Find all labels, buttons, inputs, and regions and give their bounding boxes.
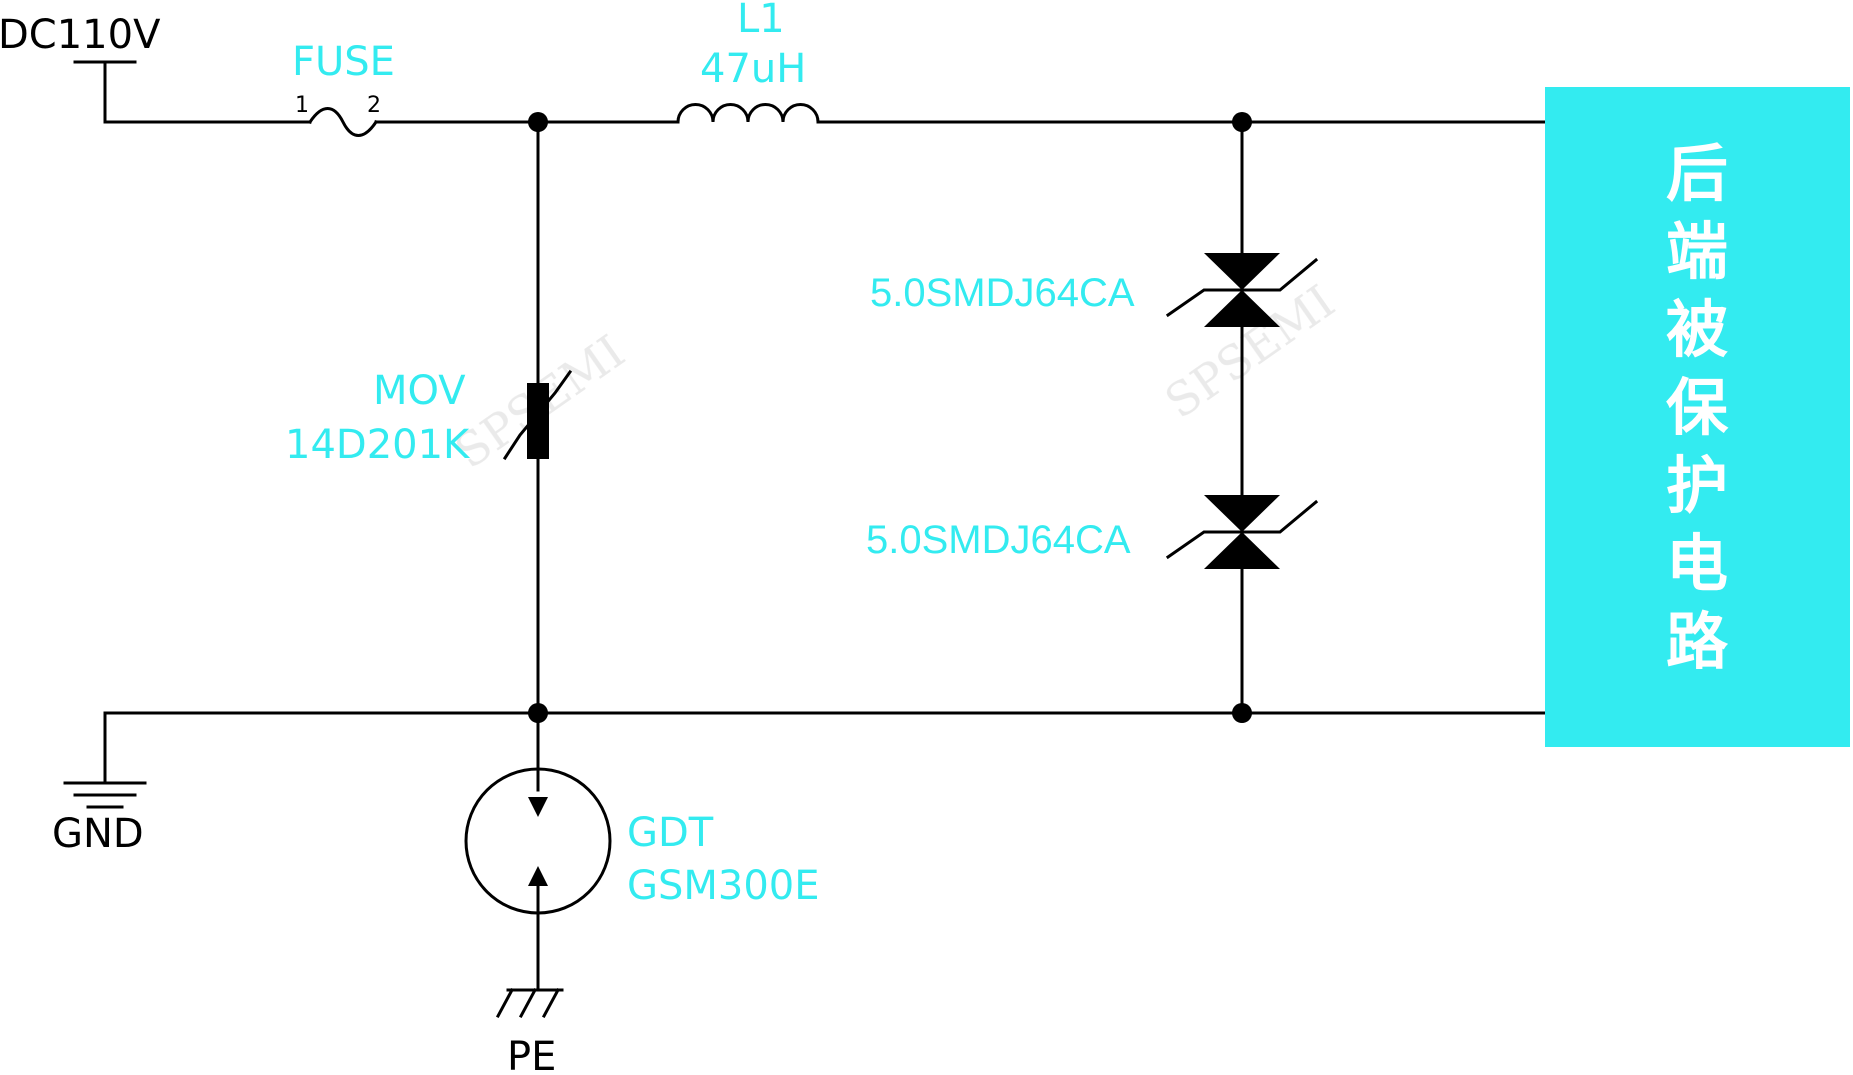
tvs-2-bar xyxy=(1165,499,1319,560)
tvs-1-bar xyxy=(1165,257,1319,318)
gnd-rail: GND xyxy=(52,711,1547,857)
pe-tick-2 xyxy=(518,987,538,1019)
pe-label: PE xyxy=(507,1034,556,1075)
fuse-label: FUSE xyxy=(292,39,395,85)
tvs-1-upper-triangle xyxy=(1204,253,1280,290)
fuse-symbol: FUSE 1 2 xyxy=(292,39,395,137)
tvs-diode-2: 5.0SMDJ64CA xyxy=(866,495,1319,569)
block-char-2: 端 xyxy=(1666,215,1728,288)
protected-block-rect xyxy=(1545,87,1850,747)
mov-symbol: MOV 14D201K xyxy=(285,368,573,468)
tvs-1-lower-triangle xyxy=(1204,290,1280,327)
gdt-name: GDT xyxy=(627,810,714,856)
tvs-branch: 5.0SMDJ64CA 5.0SMDJ64CA xyxy=(866,120,1319,715)
tvs-2-label: 5.0SMDJ64CA xyxy=(866,518,1131,562)
tvs-diode-1: 5.0SMDJ64CA xyxy=(870,253,1319,327)
gdt-symbol: GDT GSM300E xyxy=(464,711,820,992)
inductor-value: 47uH xyxy=(700,46,806,92)
pe-earth: PE xyxy=(495,987,564,1075)
fuse-pin1: 1 xyxy=(295,93,309,118)
fuse-body xyxy=(307,107,379,137)
inductor-symbol: L1 47uH xyxy=(676,0,820,124)
tvs-2-upper-triangle xyxy=(1204,495,1280,532)
watermark-text-right: SPSEMI xyxy=(1155,274,1344,429)
block-char-6: 电 xyxy=(1666,527,1728,600)
mov-body xyxy=(527,383,549,459)
junction-bottom-tvs xyxy=(1232,703,1252,723)
block-char-3: 被 xyxy=(1666,293,1728,366)
dc-source: DC110V xyxy=(0,12,161,124)
junction-top-mov xyxy=(528,112,548,132)
inductor-name: L1 xyxy=(737,0,785,42)
inductor-coils xyxy=(676,103,820,124)
fuse-pin2: 2 xyxy=(367,93,381,118)
mov-slash xyxy=(502,369,573,461)
gnd-label: GND xyxy=(52,811,144,857)
block-char-4: 保 xyxy=(1666,371,1729,444)
block-char-1: 后 xyxy=(1666,137,1728,210)
gdt-arrow-down xyxy=(528,797,548,817)
gdt-arrow-up xyxy=(528,866,548,886)
block-char-5: 护 xyxy=(1666,449,1728,522)
junction-bottom-mov xyxy=(528,703,548,723)
mov-part: 14D201K xyxy=(285,422,471,468)
junction-top-tvs xyxy=(1232,112,1252,132)
block-char-7: 路 xyxy=(1666,605,1729,678)
mov-name: MOV xyxy=(373,368,466,414)
pe-tick-3 xyxy=(541,987,561,1019)
protected-circuit-block: 后 端 被 保 护 电 路 xyxy=(1545,87,1850,747)
gdt-part: GSM300E xyxy=(627,863,820,909)
tvs-2-lower-triangle xyxy=(1204,532,1280,569)
tvs-1-label: 5.0SMDJ64CA xyxy=(870,271,1135,315)
pe-tick-1 xyxy=(495,987,515,1019)
junctions xyxy=(528,112,1252,723)
source-label: DC110V xyxy=(0,12,161,58)
